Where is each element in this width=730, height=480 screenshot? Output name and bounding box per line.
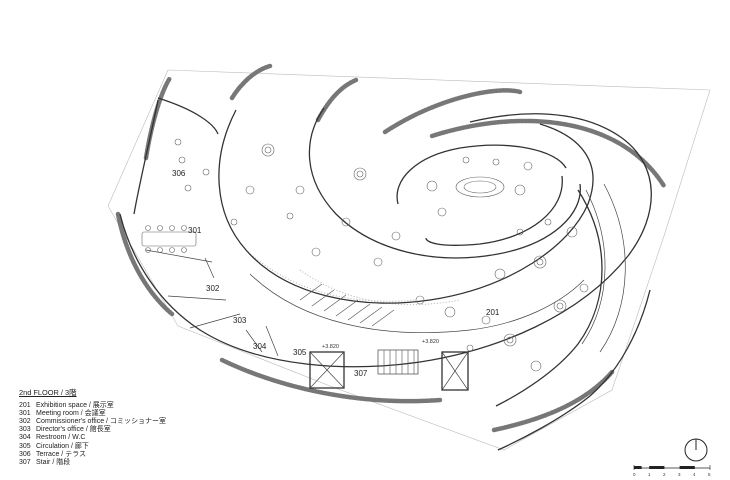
- stair-core-307: [309, 351, 345, 389]
- room-label-305: 305: [293, 348, 307, 357]
- hedge-inner-mid2: [299, 269, 461, 306]
- level-mark-right: +3.820: [422, 339, 439, 345]
- meeting-table: [141, 225, 197, 253]
- legend-item-302: 302 Commissioner's office / コミッショナー室: [19, 418, 166, 426]
- lift-core: [441, 351, 469, 391]
- room-label-307: 307: [354, 369, 368, 378]
- hedge-inner-mid: [245, 249, 417, 302]
- wall-inner-spiral-2: [308, 107, 581, 259]
- legend-text: Terrace / テラス: [36, 450, 87, 458]
- legend-text: Stair / 階段: [36, 458, 71, 466]
- legend-code: 301: [19, 410, 31, 418]
- legend-item-201: 201 Exhibition space / 展示室: [19, 402, 166, 410]
- hedge-left: [115, 211, 175, 317]
- scale-tick-0: 0: [633, 472, 636, 477]
- room-label-304: 304: [253, 342, 267, 351]
- legend-code: 303: [19, 426, 31, 434]
- north-arrow-icon: [684, 438, 708, 462]
- legend-code: 302: [19, 418, 31, 426]
- legend-code: 306: [19, 450, 31, 458]
- stair-flight-mid: [299, 283, 395, 327]
- exhibition-furniture: [174, 138, 589, 372]
- legend-item-305: 305 Circulation / 廊下: [19, 443, 166, 451]
- hedge-center-arm: [315, 77, 359, 123]
- spiral-stair: [581, 183, 626, 353]
- hedge-bottom-right: [491, 369, 615, 433]
- legend-text: Director's office / 館長室: [36, 426, 111, 434]
- legend-item-306: 306 Terrace / テラス: [19, 451, 166, 459]
- office-partitions: [145, 249, 279, 357]
- room-label-302: 302: [206, 284, 220, 293]
- wall-gallery-ring-top: [396, 144, 567, 205]
- scale-tick-4: 4: [693, 472, 696, 477]
- legend-text: Meeting room / 会議室: [36, 410, 106, 418]
- wall-facade-lower: [497, 289, 651, 451]
- legend-item-301: 301 Meeting room / 会議室: [19, 410, 166, 418]
- legend-text: Restroom / W.C: [36, 434, 86, 442]
- legend-item-303: 303 Director's office / 館長室: [19, 426, 166, 434]
- legend: 2nd FLOOR / 3階 201 Exhibition space / 展示室…: [19, 388, 166, 467]
- wall-gallery-ring: [425, 175, 563, 246]
- legend-code: 201: [19, 402, 31, 410]
- site-boundary: [107, 69, 711, 451]
- room-label-201: 201: [486, 308, 500, 317]
- level-mark-left: +3.820: [322, 344, 339, 350]
- legend-item-304: 304 Restroom / W.C: [19, 434, 166, 442]
- scale-tick-3: 3: [678, 472, 681, 477]
- legend-text: Exhibition space / 展示室: [36, 402, 114, 410]
- legend-text: Circulation / 廊下: [36, 442, 89, 450]
- legend-item-307: 307 Stair / 階段: [19, 459, 166, 467]
- hedge-upper-mid: [229, 63, 273, 101]
- room-label-301: 301: [188, 226, 202, 235]
- scale-bar-icon: 0 1 2 3 4 5: [633, 465, 711, 477]
- room-label-303: 303: [233, 316, 247, 325]
- scale-tick-2: 2: [663, 472, 666, 477]
- hedge-lower: [219, 357, 443, 404]
- wall-right-arc: [495, 189, 603, 407]
- gallery-round-table: [455, 176, 505, 198]
- legend-title: 2nd FLOOR / 3階: [19, 388, 77, 397]
- legend-code: 304: [19, 434, 31, 442]
- wall-terrace: [157, 97, 219, 135]
- hedge-outer-right: [382, 88, 523, 135]
- room-label-306: 306: [172, 169, 186, 178]
- scale-tick-5: 5: [708, 472, 711, 477]
- hedge-upper-left: [143, 75, 173, 161]
- wall-inner-spiral-1: [218, 109, 594, 304]
- wall-mid-band: [249, 273, 585, 334]
- legend-code: 305: [19, 442, 31, 450]
- scale-tick-1: 1: [648, 472, 651, 477]
- legend-text: Commissioner's office / コミッショナー室: [36, 418, 166, 426]
- legend-code: 307: [19, 458, 31, 466]
- hedge-right-spiral: [429, 118, 667, 189]
- circulation-stair-305: [377, 349, 419, 375]
